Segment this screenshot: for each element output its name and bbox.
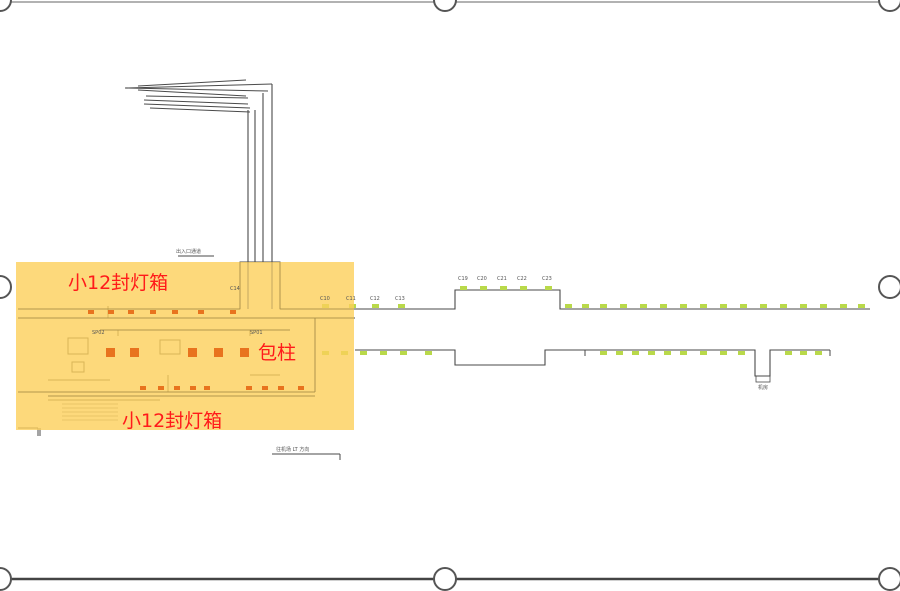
header-note-label: 出入口通道: [176, 249, 202, 255]
lightbox-marker: [278, 386, 284, 390]
resize-handle-bottom-center[interactable]: [433, 567, 457, 591]
lightbox-marker: [298, 386, 304, 390]
top-row-label: C19: [458, 276, 468, 282]
top-row-label: C23: [542, 276, 552, 282]
seat-marker: [740, 304, 747, 308]
bottom-row-seats: [322, 351, 822, 355]
highlight-region: [16, 262, 354, 430]
seat-marker: [785, 351, 792, 355]
mid-row-label: C14: [230, 286, 240, 292]
seat-marker: [632, 351, 639, 355]
lightbox-marker: [158, 386, 164, 390]
seat-marker: [800, 351, 807, 355]
resize-handle-top-right[interactable]: [878, 0, 900, 12]
seat-marker: [545, 286, 552, 290]
bottom-note-label: 往机场 LT 方向: [276, 447, 310, 453]
lightbox-marker: [88, 310, 94, 314]
room-label: 机房: [758, 385, 769, 391]
seat-marker: [858, 304, 865, 308]
lightbox-label-bottom: 小12封灯箱: [122, 410, 223, 432]
zone-label: SP01: [250, 330, 263, 336]
seat-marker: [460, 286, 467, 290]
room-box: [755, 375, 771, 383]
lightbox-marker: [204, 386, 210, 390]
lightbox-marker: [190, 386, 196, 390]
seat-marker: [800, 304, 807, 308]
pillar-square: [240, 348, 249, 357]
vertical-connector: [178, 84, 273, 262]
lightbox-markers-top: [88, 310, 236, 314]
zone-label: SP02: [92, 330, 105, 336]
pillar-label: 包柱: [258, 342, 297, 364]
lightbox-label-top: 小12封灯箱: [68, 272, 169, 294]
pillar-square: [130, 348, 139, 357]
lightbox-marker: [262, 386, 268, 390]
mid-row-label: C12: [370, 296, 380, 302]
mid-row-label: C11: [346, 296, 356, 302]
seat-marker: [680, 351, 687, 355]
seat-marker: [600, 351, 607, 355]
lightbox-marker: [150, 310, 156, 314]
highlight-overlay-lines: [18, 262, 354, 397]
resize-handle-middle-right[interactable]: [878, 275, 900, 299]
lightbox-marker: [108, 310, 114, 314]
seat-marker: [680, 304, 687, 308]
pillar-markers: [106, 348, 249, 357]
lightbox-marker: [174, 386, 180, 390]
lightbox-marker: [230, 310, 236, 314]
platform-edges: [355, 289, 870, 377]
lightbox-markers-bottom: [140, 386, 304, 390]
seat-marker: [738, 351, 745, 355]
pillar-square: [106, 348, 115, 357]
lightbox-marker: [140, 386, 146, 390]
seat-marker: [840, 304, 847, 308]
top-row-label: C22: [517, 276, 527, 282]
top-row-label: C21: [497, 276, 507, 282]
seat-marker: [425, 351, 432, 355]
seat-marker: [620, 304, 627, 308]
seat-marker: [720, 351, 727, 355]
seat-marker: [700, 304, 707, 308]
resize-handle-bottom-right[interactable]: [878, 567, 900, 591]
seat-marker: [380, 351, 387, 355]
lightbox-marker: [172, 310, 178, 314]
pillar-square: [188, 348, 197, 357]
top-row-label: C20: [477, 276, 487, 282]
seat-marker: [648, 351, 655, 355]
seat-marker: [664, 351, 671, 355]
title-block: [124, 79, 273, 113]
seat-marker: [520, 286, 527, 290]
seat-marker: [565, 304, 572, 308]
seat-marker: [372, 304, 379, 308]
seat-marker: [815, 351, 822, 355]
seat-marker: [500, 286, 507, 290]
seat-marker: [640, 304, 647, 308]
mid-row-label: C13: [395, 296, 405, 302]
seat-marker: [780, 304, 787, 308]
lightbox-marker: [198, 310, 204, 314]
seat-marker: [480, 286, 487, 290]
seat-marker: [720, 304, 727, 308]
seat-marker: [400, 351, 407, 355]
seat-marker: [660, 304, 667, 308]
seat-marker: [582, 304, 589, 308]
mid-row-label: C10: [320, 296, 330, 302]
pillar-square: [214, 348, 223, 357]
lightbox-marker: [246, 386, 252, 390]
seat-marker: [760, 304, 767, 308]
seat-marker: [360, 351, 367, 355]
seat-marker: [820, 304, 827, 308]
seat-marker: [600, 304, 607, 308]
seat-marker: [398, 304, 405, 308]
seat-marker: [700, 351, 707, 355]
lightbox-marker: [128, 310, 134, 314]
seat-marker: [616, 351, 623, 355]
